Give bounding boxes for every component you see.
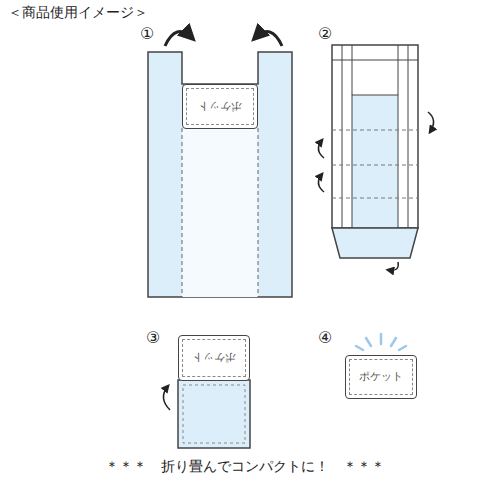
callout-number: ② [318, 24, 332, 43]
pocket-box: ポケット [178, 335, 250, 381]
caption: ＊＊＊ 折り畳んでコンパクトに！ ＊＊＊ [105, 458, 385, 475]
bag-rolled [163, 380, 250, 448]
pocket-label: ポケット [192, 351, 236, 364]
pocket-label: ポケット [359, 370, 403, 383]
callout-number: ① [140, 24, 154, 43]
sparkle [356, 334, 406, 350]
pocket-box: ポケット [345, 355, 417, 399]
fold-arrow [388, 262, 398, 270]
fold-arrow [318, 140, 324, 158]
title: ＜商品使用イメージ＞ [8, 4, 148, 21]
fold-arrow [163, 386, 170, 410]
pocket-box: ポケット [182, 84, 258, 129]
fold-arrow [165, 32, 192, 46]
bag-open [148, 32, 292, 297]
fold-arrow [318, 174, 324, 192]
callout-number: ③ [146, 328, 160, 347]
bag-folded [318, 45, 433, 270]
pocket-label: ポケット [198, 100, 242, 113]
fold-arrow [428, 112, 434, 132]
callout-number: ④ [318, 328, 332, 347]
fold-arrow [255, 32, 282, 46]
